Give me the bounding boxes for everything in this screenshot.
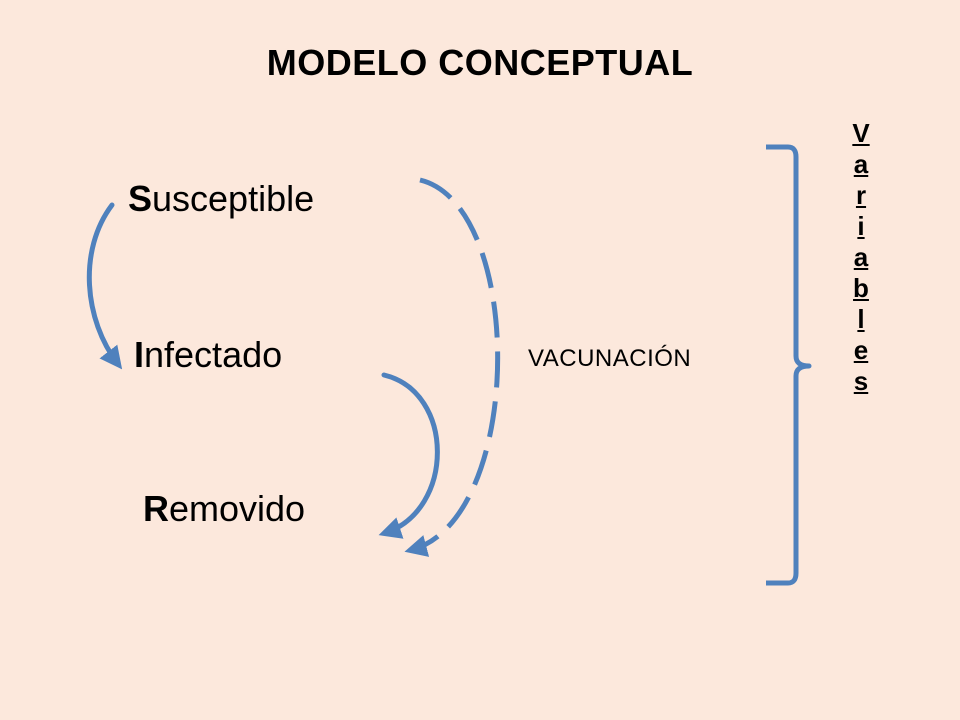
state-rest: emovido bbox=[169, 488, 306, 529]
state-rest: nfectado bbox=[144, 334, 283, 375]
vaccination-label: VACUNACIÓN bbox=[528, 345, 692, 372]
state-rest: usceptible bbox=[152, 178, 315, 219]
state-initial: R bbox=[143, 488, 169, 529]
page-title: MODELO CONCEPTUAL bbox=[266, 42, 694, 83]
arrow-susceptible-to-infectado bbox=[86, 202, 123, 370]
state-label-infectado: Infectado bbox=[134, 334, 282, 376]
variables-vertical-label: V a r i a b l e s bbox=[852, 118, 870, 396]
state-label-removido: Removido bbox=[143, 488, 305, 530]
state-initial: S bbox=[128, 178, 153, 219]
variables-brace bbox=[766, 144, 812, 586]
arrow-vaccination-dashed bbox=[404, 177, 501, 557]
state-label-susceptible: Susceptible bbox=[128, 178, 314, 220]
arrow-infectado-to-removido bbox=[378, 372, 440, 539]
state-initial: I bbox=[134, 334, 145, 375]
